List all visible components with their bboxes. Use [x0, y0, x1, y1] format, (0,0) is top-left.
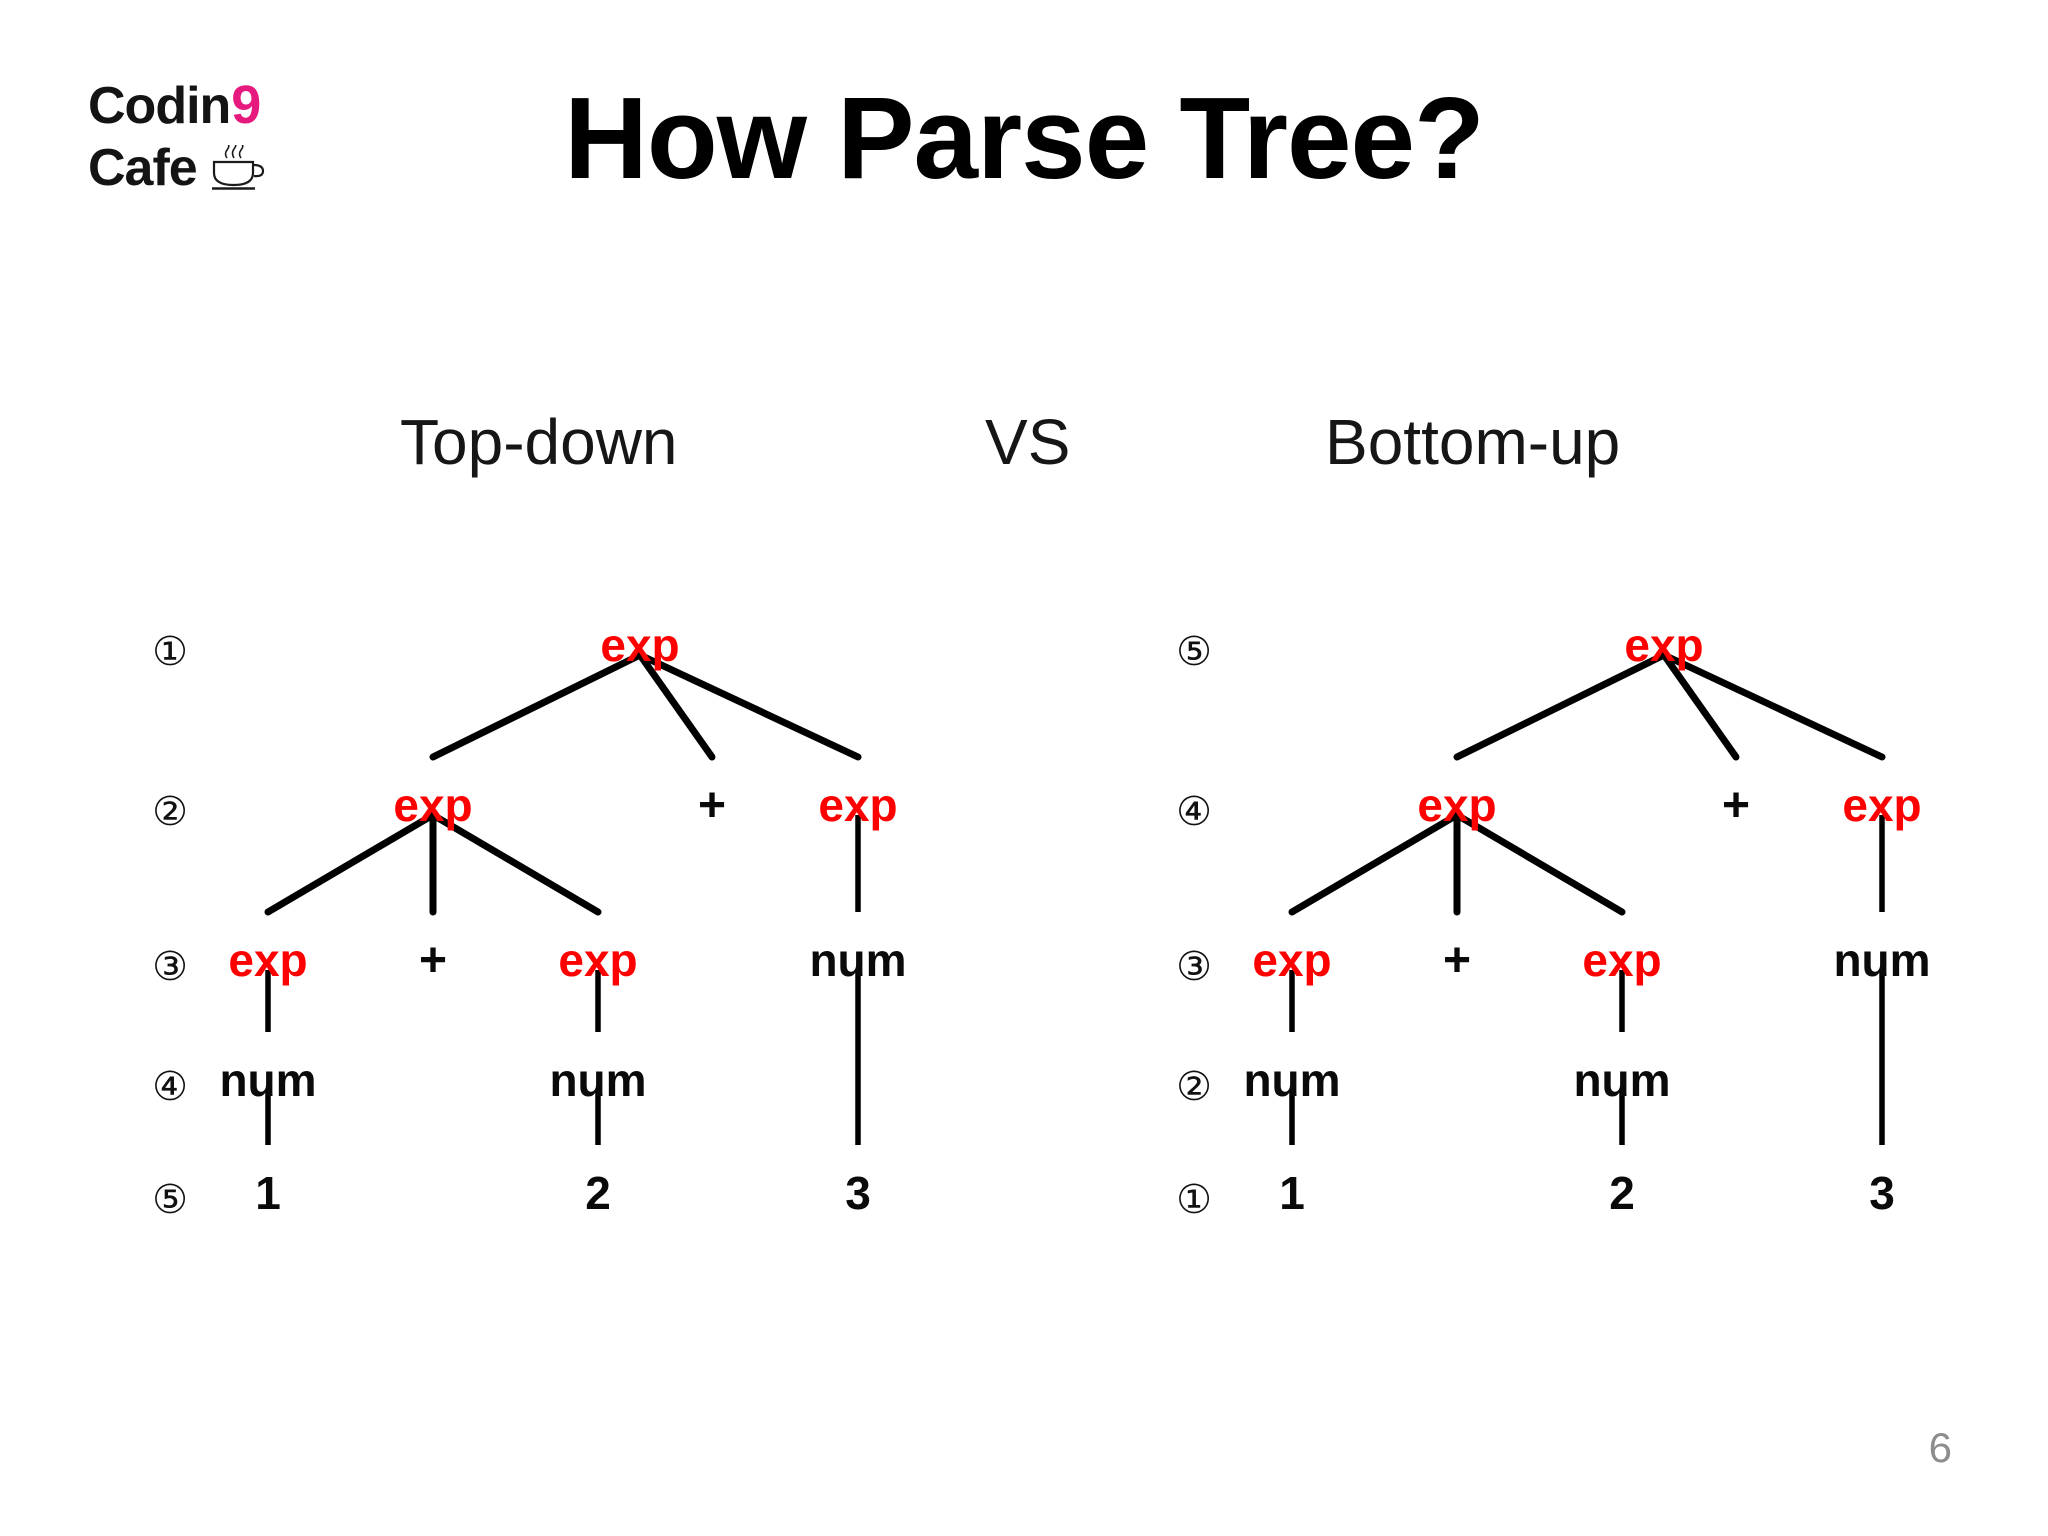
tree-node-l2-exp-right: exp [818, 779, 898, 831]
step-marker-level-2: ② [152, 790, 188, 834]
label-top-down: Top-down [400, 406, 678, 478]
tree-node-l2-exp-right: exp [1842, 779, 1922, 831]
label-vs-separator: VS [985, 406, 1071, 478]
logo-word-coding: Codin [88, 77, 231, 135]
page-number: 6 [1928, 1424, 1952, 1471]
logo-line-2: Cafe [88, 142, 308, 194]
page-title: How Parse Tree? [564, 73, 1485, 203]
tree-node-l3-num: num [809, 934, 907, 986]
tree-node-l3-num: num [1833, 934, 1931, 986]
tree-node-l3-exp-left: exp [228, 934, 308, 986]
tree-token-1: 1 [1279, 1167, 1305, 1219]
step-marker-level-4: ④ [152, 1065, 188, 1109]
tree-node-root-exp: exp [1624, 619, 1704, 671]
tree-token-2: 2 [1609, 1167, 1635, 1219]
bottom-up-tree: ⑤ ④ ③ ② ① exp exp + exp exp + exp num nu… [1024, 600, 2048, 1300]
tree-node-l4-num-left: num [1243, 1054, 1341, 1106]
step-marker-level-2: ④ [1176, 790, 1212, 834]
step-marker-level-4: ② [1176, 1065, 1212, 1109]
tree-node-l3-exp-right: exp [558, 934, 638, 986]
tree-node-root-exp: exp [600, 619, 680, 671]
label-bottom-up: Bottom-up [1325, 406, 1621, 478]
logo-accent-nine: 9 [231, 75, 262, 135]
tree-token-1: 1 [255, 1167, 281, 1219]
step-marker-level-5: ① [1176, 1178, 1212, 1222]
step-marker-level-1: ⑤ [1176, 630, 1212, 674]
tree-node-l3-plus: + [418, 934, 448, 987]
tree-node-l4-num-right: num [1573, 1054, 1671, 1106]
tree-node-l3-exp-left: exp [1252, 934, 1332, 986]
logo-line-1: Codin 9 [88, 78, 308, 132]
tree-token-3: 3 [845, 1167, 871, 1219]
step-marker-level-5: ⑤ [152, 1178, 188, 1222]
top-down-tree: ① ② ③ ④ ⑤ exp exp + exp exp + exp num nu… [0, 600, 1024, 1300]
tree-node-l2-exp-left: exp [1417, 779, 1497, 831]
coffee-cup-icon [211, 145, 264, 190]
tree-node-l2-plus: + [697, 779, 727, 832]
step-marker-level-1: ① [152, 630, 188, 674]
tree-node-l4-num-left: num [219, 1054, 317, 1106]
brand-logo: Codin 9 Cafe [88, 78, 308, 208]
tree-token-2: 2 [585, 1167, 611, 1219]
tree-node-l2-exp-left: exp [393, 779, 473, 831]
tree-node-l3-exp-right: exp [1582, 934, 1662, 986]
step-marker-level-3: ③ [152, 945, 188, 989]
tree-node-l3-plus: + [1442, 934, 1472, 987]
step-marker-level-3: ③ [1176, 945, 1212, 989]
tree-node-l2-plus: + [1721, 779, 1751, 832]
comparison-header-row: Top-down VS Bottom-up [0, 405, 2048, 495]
tree-node-l4-num-right: num [549, 1054, 647, 1106]
tree-token-3: 3 [1869, 1167, 1895, 1219]
logo-word-cafe: Cafe [88, 139, 198, 197]
